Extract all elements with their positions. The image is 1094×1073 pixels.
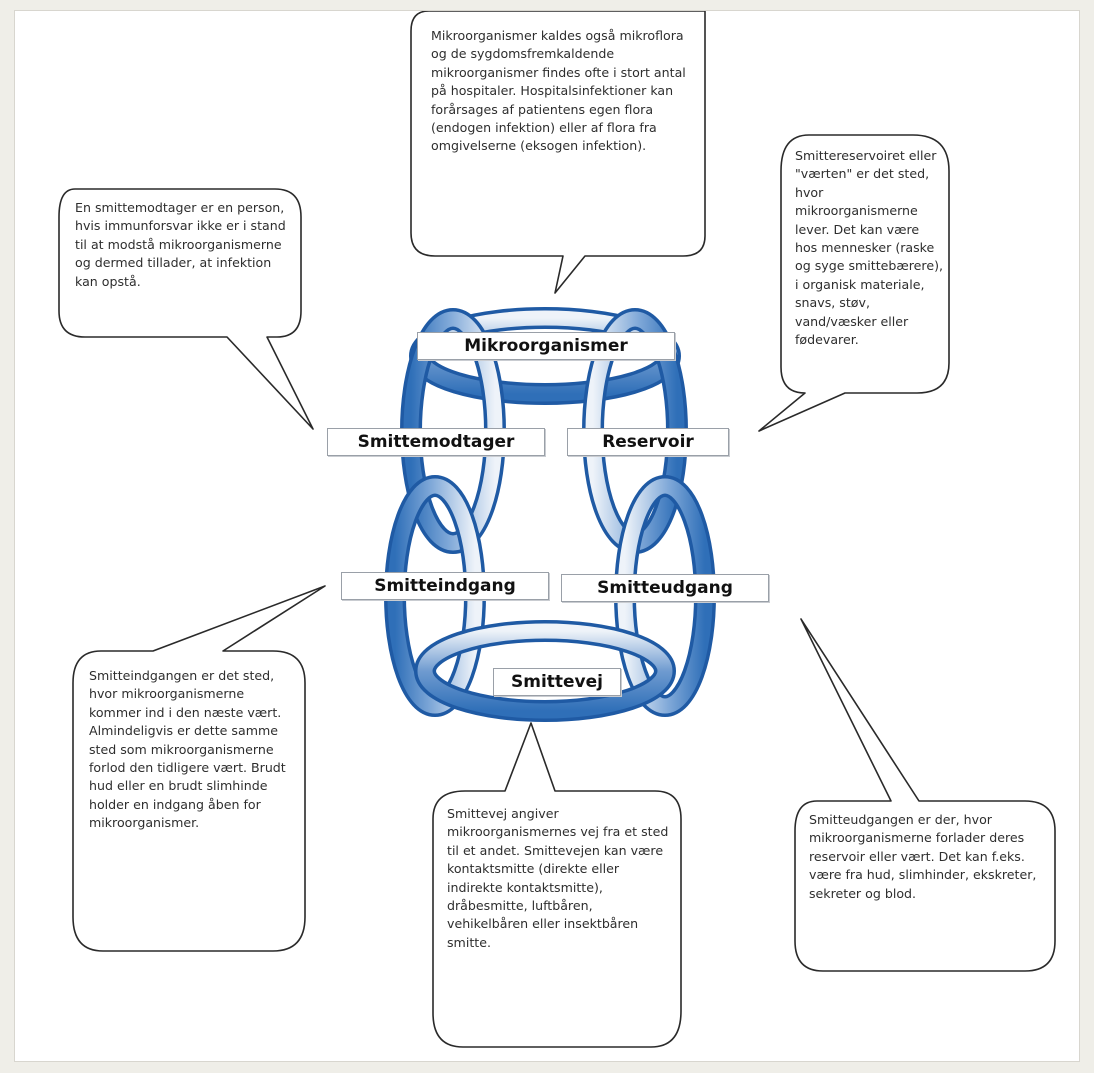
bubble-right-top-outline: [758, 134, 950, 432]
bubble-top-text: Mikroorganismer kaldes også mikroflora o…: [431, 28, 686, 154]
bubble-right-top-text: Smittereservoiret eller "værten" er det …: [795, 148, 943, 348]
diagram-frame: Mikroorganismer Smittemodtager Reservoir…: [14, 10, 1080, 1062]
node-smitteudgang: Smitteudgang: [561, 574, 769, 602]
node-mikroorganismer: Mikroorganismer: [417, 332, 675, 360]
bubble-right-bottom-outline: [794, 618, 1056, 972]
bubble-bottom-text: Smittevej angiver mikroorganismernes vej…: [447, 806, 669, 950]
bubble-bottom-outline: [432, 722, 682, 1048]
node-smitteindgang: Smitteindgang: [341, 572, 549, 600]
node-smittevej: Smittevej: [493, 668, 621, 696]
bubble-top-outline: [410, 11, 706, 294]
bubble-right-bottom-text: Smitteudgangen er der, hvor mikroorganis…: [809, 812, 1037, 901]
chain-link-bottom: [414, 620, 676, 722]
node-smittemodtager: Smittemodtager: [327, 428, 545, 456]
bubble-left-top-text: En smittemodtager er en person, hvis imm…: [75, 200, 286, 289]
bubble-left-top-outline: [58, 188, 314, 430]
bubble-left-bottom-outline: [72, 585, 326, 952]
node-reservoir: Reservoir: [567, 428, 729, 456]
bubble-left-bottom-text: Smitteindgangen er det sted, hvor mikroo…: [89, 668, 286, 831]
